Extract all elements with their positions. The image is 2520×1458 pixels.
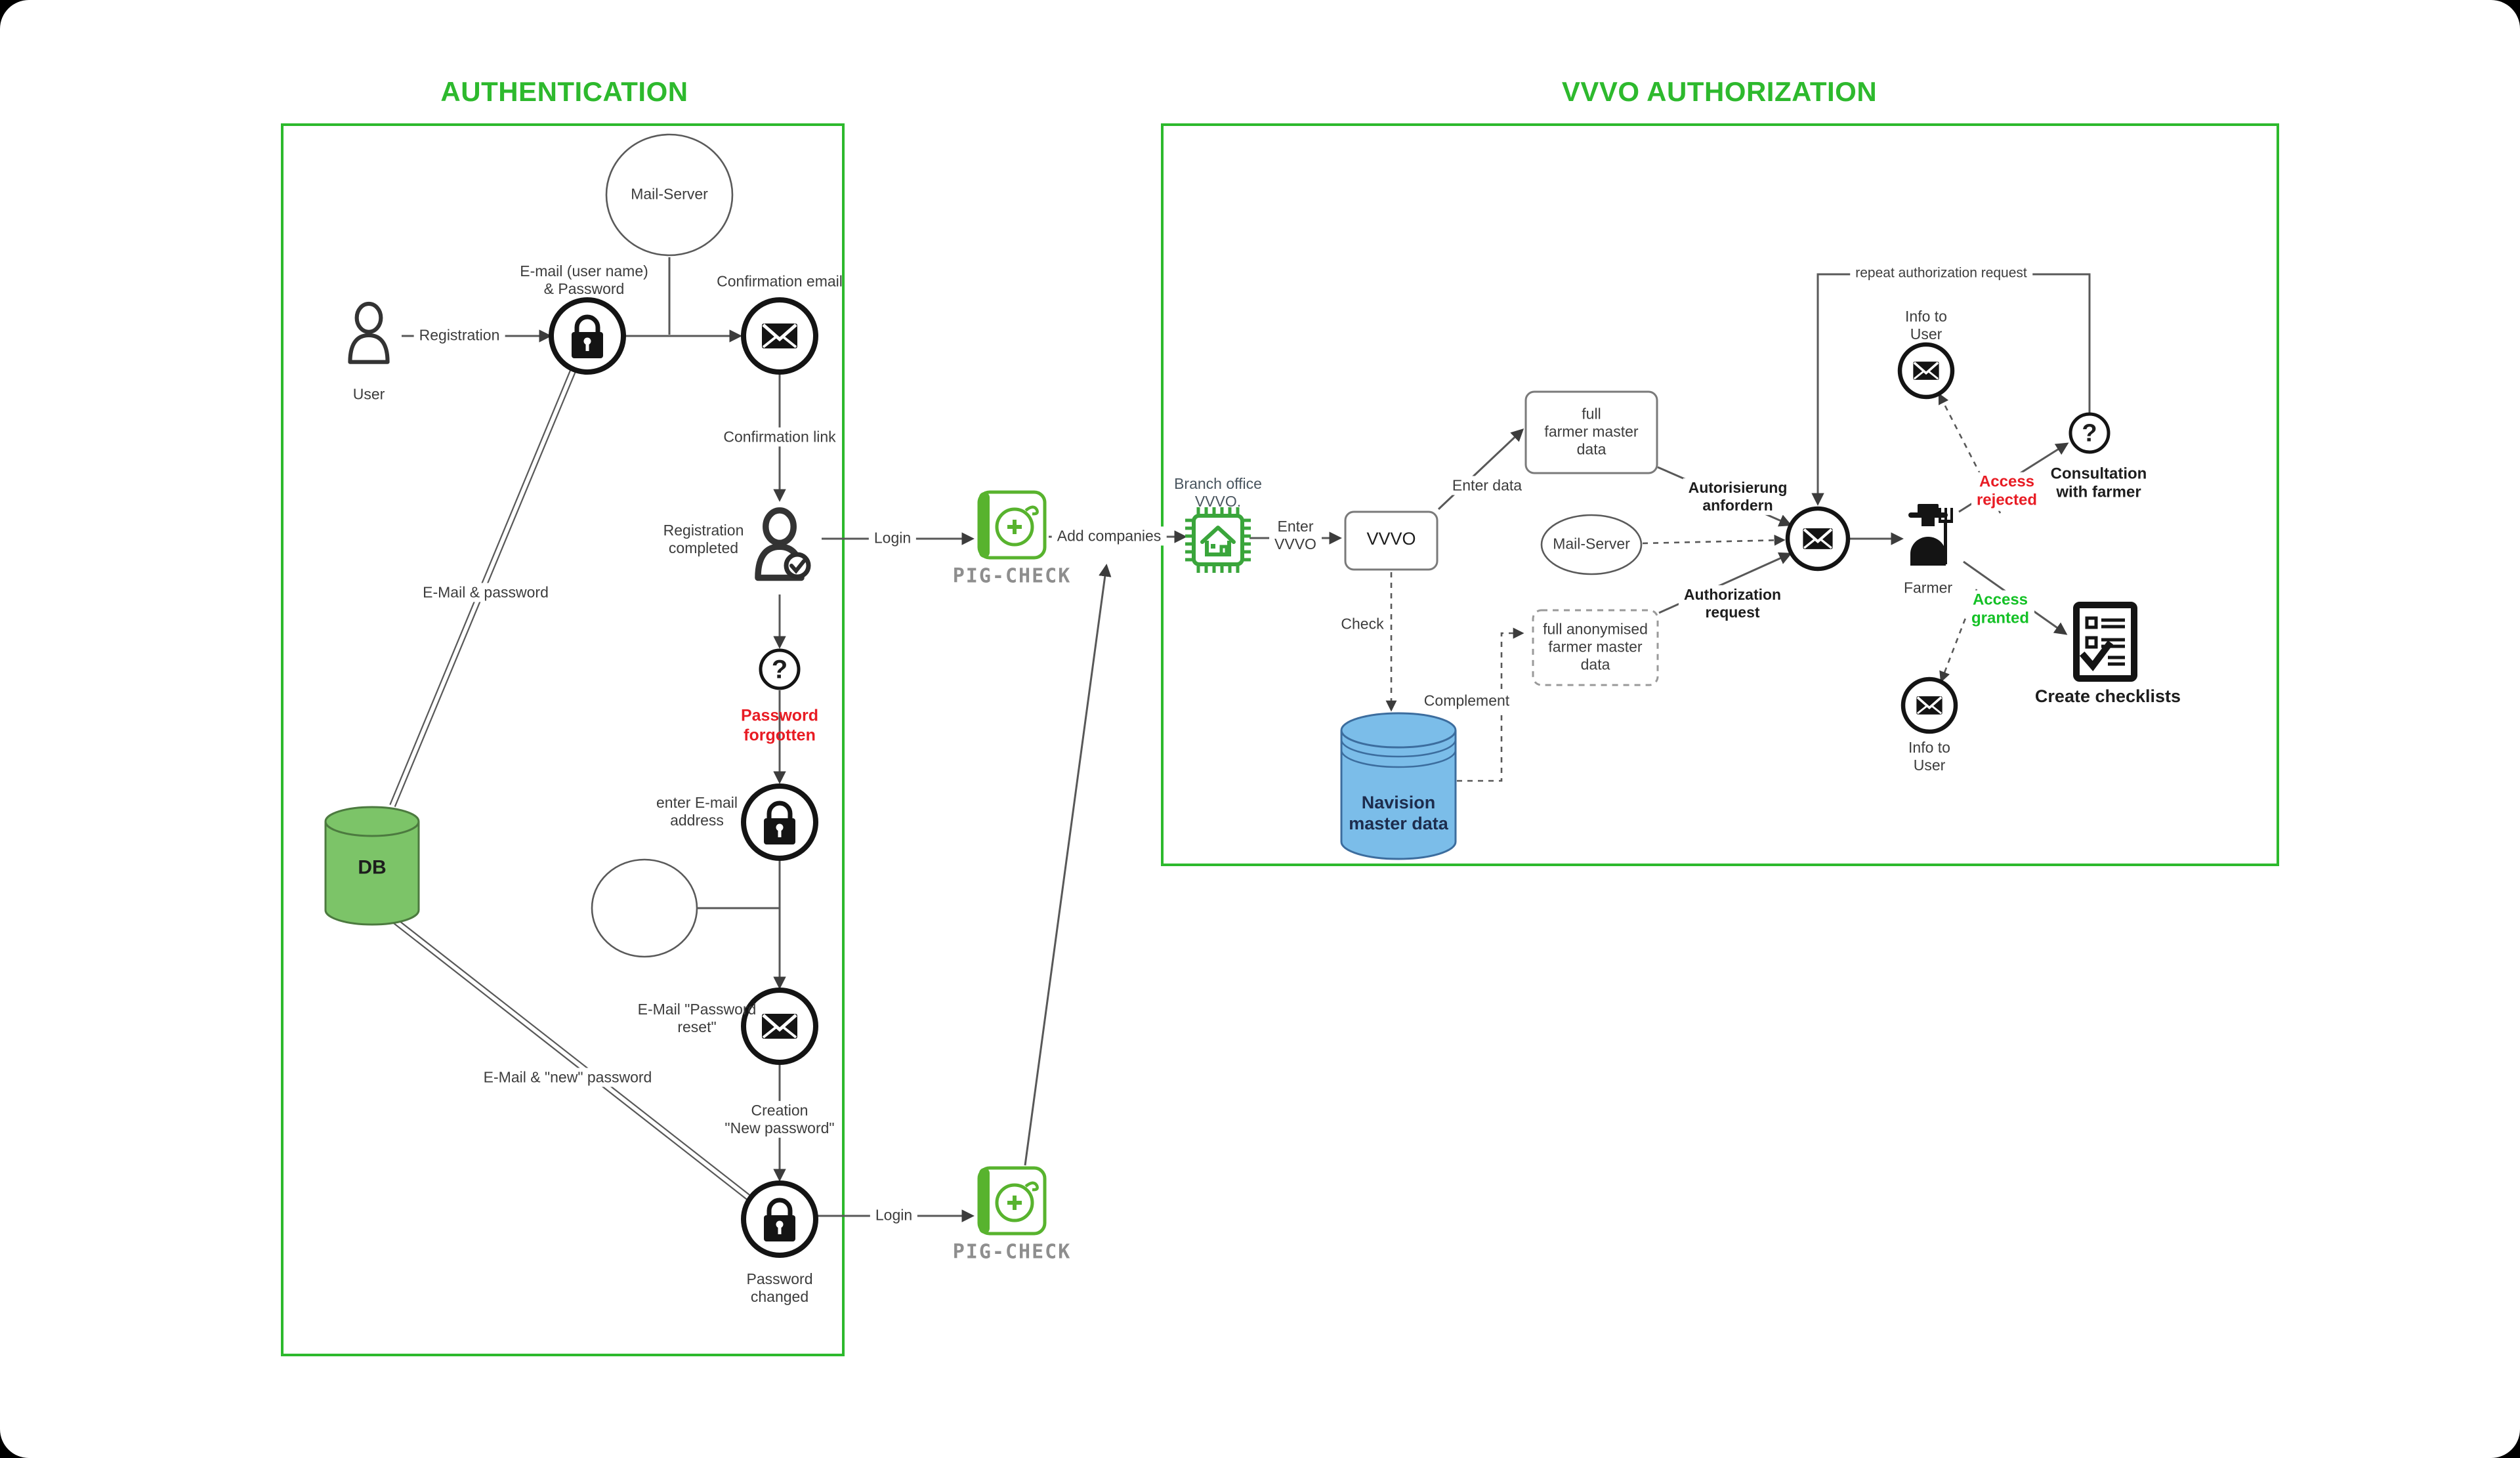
user-icon bbox=[348, 301, 390, 364]
email-new-password-edge-label: E-Mail & "new" password bbox=[478, 1068, 658, 1087]
access-granted-label: Access granted bbox=[1965, 590, 2035, 629]
pig-check-app-icon-1 bbox=[977, 490, 1047, 560]
password-changed-label: Password changed bbox=[746, 1270, 813, 1305]
info-user-top-label: Info to User bbox=[1905, 307, 1947, 343]
mail-node-confirmation bbox=[741, 297, 818, 375]
mail-node-central bbox=[1785, 506, 1851, 572]
question-node-consultation bbox=[2068, 412, 2110, 454]
enter-vvvo-label: Enter VVVO bbox=[1269, 516, 1322, 554]
registration-completed-label: Registration completed bbox=[663, 521, 744, 556]
farmer-label: Farmer bbox=[1903, 579, 1953, 596]
registration-completed-icon bbox=[755, 507, 811, 581]
email-password-edge-label: E-Mail & password bbox=[417, 583, 554, 602]
creation-new-password-label: Creation "New password" bbox=[719, 1100, 840, 1138]
chip-house-icon bbox=[1185, 507, 1251, 573]
pig-check-app-icon-2 bbox=[977, 1166, 1047, 1236]
edge-pigcheck2-to-add-companies bbox=[1024, 564, 1112, 1166]
mail-server-ellipse-1 bbox=[605, 133, 734, 257]
mail-node-info-user-bottom bbox=[1900, 677, 1958, 734]
lock-node-password-changed bbox=[741, 1180, 818, 1258]
mail-server-3-label: Mail-Server bbox=[1553, 535, 1630, 552]
checklist-icon bbox=[2073, 602, 2137, 682]
lock-node-credentials bbox=[549, 297, 626, 375]
pig-check-1-wordmark: PIG-CHECK bbox=[952, 564, 1072, 588]
mail-server-ellipse-3 bbox=[1540, 514, 1643, 575]
credentials-label: E-mail (user name) & Password bbox=[520, 262, 648, 297]
question-1-glyph: ? bbox=[771, 655, 788, 684]
complement-label: Complement bbox=[1418, 691, 1515, 711]
section-frame-1 bbox=[1161, 123, 2279, 866]
section-title-authentication: AUTHENTICATION bbox=[440, 76, 688, 107]
pig-check-2-wordmark: PIG-CHECK bbox=[952, 1240, 1072, 1264]
full-farmer-data-label: full farmer master data bbox=[1544, 405, 1639, 458]
edge-mailserver3-to-mail bbox=[1642, 534, 1786, 546]
navision-cylinder bbox=[1340, 712, 1457, 860]
check-label: Check bbox=[1335, 614, 1389, 634]
add-companies-label: Add companies bbox=[1051, 526, 1167, 546]
section-title-vvvo-authorization: VVVO AUTHORIZATION bbox=[1561, 76, 1878, 107]
farmer-icon bbox=[1908, 504, 1953, 566]
anonymised-data-label: full anonymised farmer master data bbox=[1543, 620, 1648, 673]
password-forgotten-label: Password forgotten bbox=[740, 706, 819, 745]
enter-data-label: Enter data bbox=[1446, 476, 1528, 495]
lock-node-enter-email bbox=[741, 783, 818, 861]
mail-server-ellipse-2 bbox=[591, 858, 698, 958]
db-label: DB bbox=[358, 856, 387, 879]
section-frame-0 bbox=[281, 123, 845, 1356]
autorisierung-anfordern-label: Autorisierung anfordern bbox=[1683, 478, 1793, 516]
db-cylinder bbox=[324, 806, 420, 926]
mail-server-1-label: Mail-Server bbox=[631, 185, 708, 203]
repeat-authorization-label: repeat authorization request bbox=[1850, 264, 2032, 283]
confirmation-link-label: Confirmation link bbox=[718, 427, 841, 447]
branch-office-label: Branch office VVVO. bbox=[1174, 474, 1262, 510]
mail-node-password-reset bbox=[741, 988, 818, 1065]
login-1-label: Login bbox=[868, 528, 917, 548]
authorization-request-label: Authorization request bbox=[1678, 585, 1787, 623]
login-2-label: Login bbox=[870, 1205, 918, 1225]
consultation-label: Consultation with farmer bbox=[2050, 465, 2147, 501]
password-reset-label: E-Mail "Password reset" bbox=[637, 1000, 757, 1035]
vvvo-box-label: VVVO bbox=[1366, 529, 1416, 549]
mail-node-info-user-top bbox=[1897, 342, 1955, 400]
vvvo-box bbox=[1344, 510, 1438, 571]
create-checklists-label: Create checklists bbox=[2034, 686, 2181, 707]
anonymised-farmer-data-box bbox=[1532, 609, 1659, 686]
navision-label: Navision master data bbox=[1349, 793, 1448, 833]
user-label: User bbox=[352, 385, 385, 403]
enter-email-label: enter E-mail address bbox=[656, 793, 738, 829]
info-user-bottom-label: Info to User bbox=[1908, 738, 1950, 774]
access-rejected-label: Access rejected bbox=[1971, 472, 2043, 511]
confirmation-email-label: Confirmation email bbox=[717, 272, 843, 290]
edge-enter-data bbox=[1437, 428, 1524, 510]
question-2-glyph: ? bbox=[2082, 419, 2097, 448]
edge-email-new-password bbox=[391, 917, 752, 1201]
question-node-password-forgotten bbox=[759, 648, 801, 690]
registration-edge-label: Registration bbox=[413, 325, 505, 345]
full-farmer-data-box bbox=[1524, 390, 1658, 474]
